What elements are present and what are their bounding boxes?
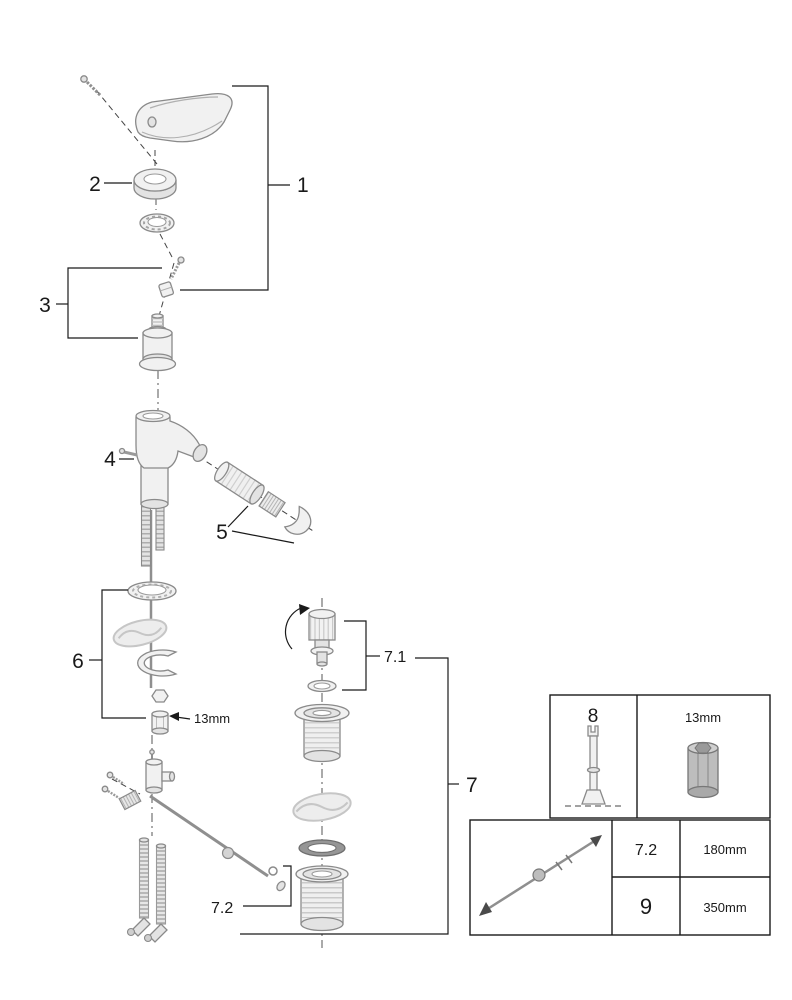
- ghost-wave-washer-top: [112, 618, 168, 648]
- ghost-wave-washer-bottom: [292, 792, 352, 822]
- size-arrow-13mm: [169, 712, 191, 721]
- rod-row1-length-label: 180mm: [703, 842, 746, 857]
- rotation-arrow-icon: [284, 604, 310, 650]
- cartridge: [138, 313, 177, 372]
- popup-lever-rod: [149, 794, 286, 892]
- tool-number-label: 8: [588, 706, 599, 727]
- aerator-assembly: [206, 461, 316, 535]
- service-tool-drawing: [565, 725, 621, 807]
- rod-row2-part-label: 9: [640, 894, 652, 919]
- hex-bushing: [151, 710, 169, 735]
- callout-1: 1: [297, 174, 309, 197]
- pivot-tee: [145, 749, 176, 794]
- callout-bracket-6: [89, 589, 146, 719]
- callout-2: 2: [89, 173, 101, 196]
- mounting-shanks: [140, 505, 165, 567]
- bushing-size-label: 13mm: [194, 711, 230, 726]
- socket-size-label: 13mm: [685, 710, 721, 725]
- pivot-screws: [101, 771, 125, 800]
- rod-row1-part-label: 7.2: [635, 842, 657, 859]
- knurled-nut: [118, 789, 142, 811]
- knob-seal-ring: [307, 679, 337, 693]
- mounting-ring: [139, 213, 175, 233]
- rod-drawing: [479, 835, 602, 916]
- callout-6: 6: [72, 650, 84, 673]
- rod-row2-length-label: 350mm: [703, 900, 746, 915]
- base-gasket: [127, 581, 177, 601]
- callout-7: 7: [466, 774, 478, 797]
- horseshoe-bracket: [137, 649, 178, 677]
- drain-flange: [294, 703, 350, 763]
- handle-screw: [80, 75, 103, 98]
- drain-gasket: [298, 839, 346, 857]
- supply-hoses: [126, 837, 168, 943]
- callout-7-1: 7.1: [384, 649, 406, 666]
- center-guide-lines: [95, 89, 323, 948]
- faucet-body: [118, 409, 208, 510]
- escutcheon-cap: [133, 168, 177, 200]
- callout-4: 4: [104, 448, 116, 471]
- callout-bracket-7-2: [243, 865, 292, 907]
- callout-bracket-7-1: [342, 620, 380, 691]
- callout-7-2: 7.2: [211, 900, 233, 917]
- callout-leader-5: [227, 505, 295, 544]
- cartridge-insert: [158, 281, 174, 298]
- tool-panel: 8 13mm: [549, 694, 771, 819]
- cartridge-screw: [169, 256, 185, 280]
- callout-bracket-1: [180, 85, 290, 291]
- hex-nut: [151, 689, 169, 703]
- hex-socket-drawing: [687, 741, 719, 799]
- callout-bracket-7: [240, 657, 459, 935]
- callout-bracket-3: [56, 267, 162, 339]
- lever-handle: [135, 92, 233, 143]
- callout-3: 3: [39, 294, 51, 317]
- popup-knob: [308, 608, 336, 667]
- rod-panel: 7.2 180mm 9 350mm: [469, 819, 771, 936]
- callout-5: 5: [216, 521, 228, 544]
- drain-body: [295, 865, 349, 932]
